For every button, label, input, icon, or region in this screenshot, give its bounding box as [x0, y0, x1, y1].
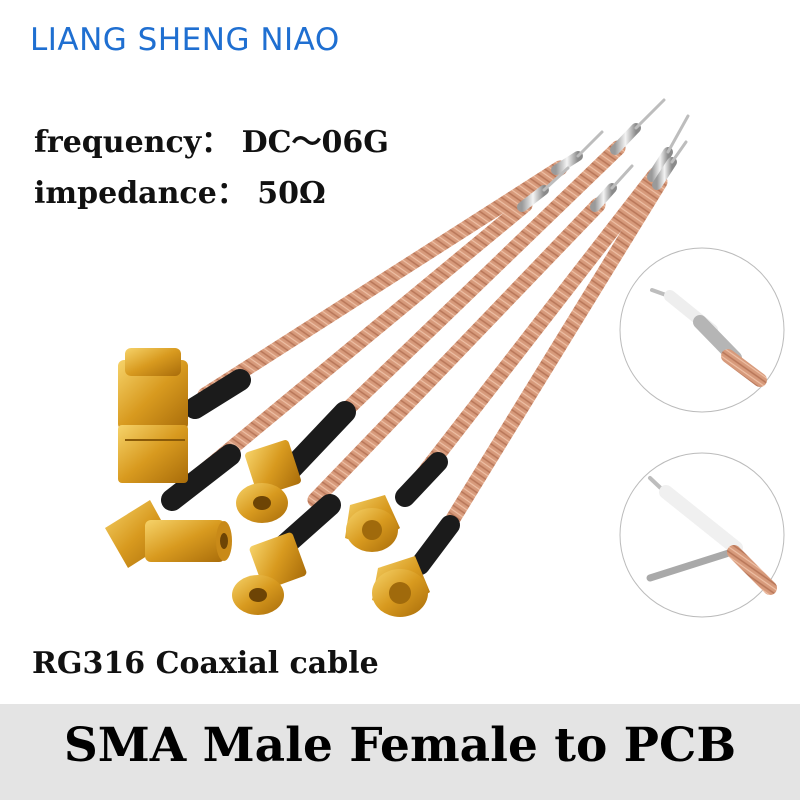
straight-male-connector-1: [345, 495, 400, 552]
bulkhead-female-connector-2: [232, 532, 307, 615]
cable-jackets: [197, 140, 668, 548]
product-title: SMA Male Female to PCB: [63, 718, 737, 773]
right-angle-female-connector: [105, 500, 232, 568]
cable-type-label: RG316 Coaxial cable: [32, 646, 379, 681]
frequency-spec: frequency： DC～06G: [34, 125, 389, 160]
bulkhead-female-connector-1: [236, 440, 301, 523]
brand-name: LIANG SHENG NIAO: [30, 22, 340, 58]
cable-tips: [517, 98, 690, 212]
detail-top-icon: [619, 247, 785, 413]
footer-band: [0, 704, 800, 800]
sma-connectors: [105, 348, 430, 617]
right-angle-male-connector: [118, 348, 188, 483]
straight-male-connector-2: [372, 556, 430, 617]
impedance-spec: impedance： 50Ω: [34, 176, 326, 211]
detail-bottom-icon: [619, 452, 785, 618]
